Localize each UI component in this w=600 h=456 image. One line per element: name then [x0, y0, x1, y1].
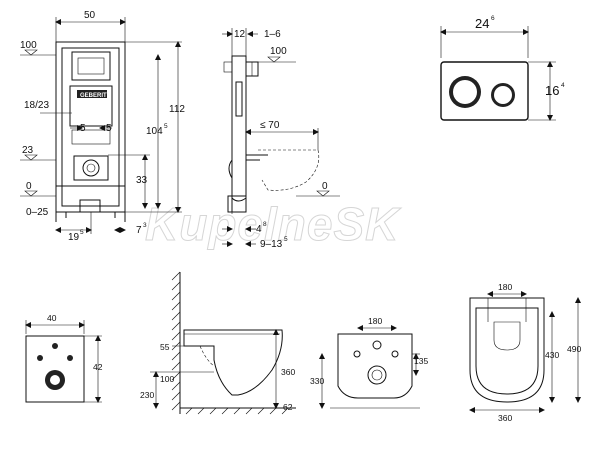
- dim-19-sup: 5: [80, 229, 84, 236]
- dim-plate-width-sup: 6: [491, 15, 495, 22]
- dim-width-50: 50: [84, 10, 96, 21]
- toilet-back-drawing: 180 135 330: [310, 316, 428, 409]
- dim-back-135: 135: [414, 356, 428, 366]
- frame-side-drawing: 12 1–6 100 ≤ 70 0 4 8 9–13 5: [222, 28, 340, 250]
- dim-side-62: 62: [283, 402, 293, 412]
- dim-100-level: 100: [20, 40, 37, 51]
- dim-9-13: 9–13: [260, 239, 283, 250]
- dim-top-430: 430: [545, 350, 559, 360]
- dim-12: 12: [234, 29, 246, 40]
- dim-1-6: 1–6: [264, 29, 281, 40]
- dim-plate-height: 16: [545, 83, 559, 98]
- dim-23-level: 23: [22, 145, 34, 156]
- dim-small-40: 40: [47, 313, 57, 323]
- dim-9-13-sup: 5: [284, 236, 288, 243]
- dim-104: 104: [146, 126, 163, 137]
- dim-side-0: 0: [322, 181, 328, 192]
- dim-top-360: 360: [498, 413, 512, 423]
- toilet-side-drawing: 55 100 230 360 62: [140, 271, 296, 415]
- dim-19: 19: [68, 232, 80, 243]
- dim-back-330: 330: [310, 376, 324, 386]
- dim-4-sup: 8: [263, 221, 267, 228]
- dim-side-360: 360: [281, 367, 295, 377]
- dim-5-right: 5: [106, 123, 112, 134]
- dim-top-490: 490: [567, 344, 581, 354]
- dim-side-230: 230: [140, 390, 154, 400]
- dim-small-42: 42: [93, 362, 103, 372]
- brand-label: GEBERIT: [80, 93, 107, 99]
- dim-7-sup: 3: [143, 222, 147, 229]
- dim-4: 4: [256, 224, 262, 235]
- dim-plate-width: 24: [475, 16, 489, 31]
- dim-0-25: 0–25: [26, 207, 49, 218]
- dim-0-level: 0: [26, 181, 32, 192]
- mounting-plate-drawing: 40 42: [25, 313, 103, 403]
- dim-side-55: 55: [160, 342, 170, 352]
- dim-side-100: 100: [270, 46, 287, 57]
- toilet-top-drawing: 180 430 490 360: [469, 282, 581, 423]
- watermark-text: KupelneSK: [145, 198, 401, 250]
- dim-7: 7: [136, 225, 142, 236]
- flush-plate-drawing: 24 6 16 4: [440, 15, 565, 121]
- frame-front-drawing: 50 GEBERIT 100 18/23 5 5 23: [20, 10, 185, 243]
- dim-112: 112: [169, 104, 185, 115]
- dim-104-sup: 5: [164, 123, 168, 130]
- dim-side-100: 100: [160, 374, 174, 384]
- dim-plate-height-sup: 4: [561, 82, 565, 89]
- brand-plate: [77, 90, 107, 98]
- dim-33: 33: [136, 175, 148, 186]
- dim-5-left: 5: [80, 123, 86, 134]
- dim-le-70: ≤ 70: [260, 120, 280, 131]
- dim-top-180: 180: [498, 282, 512, 292]
- dim-18-23: 18/23: [24, 100, 49, 111]
- dim-back-180: 180: [368, 316, 382, 326]
